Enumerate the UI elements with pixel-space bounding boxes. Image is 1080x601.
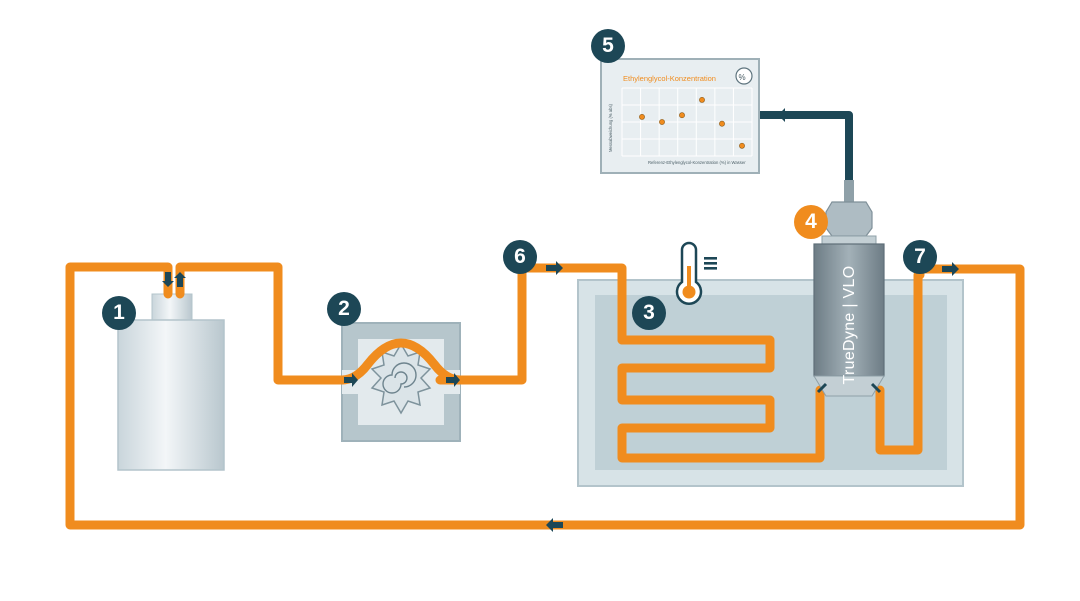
pipe-return-loop — [65, 262, 1025, 530]
chart-y-axis-label: Messabweichung (% abs) — [608, 103, 613, 152]
arrow-return-bottom — [546, 518, 563, 532]
truedyne-sensor — [813, 180, 885, 397]
arrow-return-out — [942, 262, 959, 276]
arrow-tank-in — [162, 272, 174, 287]
arrow-tank-out — [174, 272, 186, 287]
device-label: TrueDyne | VLO — [841, 265, 858, 385]
pipe-device-outlet — [875, 270, 923, 455]
badge-3: 3 — [632, 296, 666, 330]
chart-point — [739, 142, 745, 149]
pipe-pump-arc — [337, 338, 465, 385]
chart-point — [679, 112, 685, 119]
signal-cable — [760, 111, 853, 200]
pump-impeller-icon — [370, 342, 432, 415]
badge-7: 7 — [903, 240, 937, 274]
svg-text:%: % — [739, 73, 746, 82]
arrow-pump-out — [446, 373, 460, 387]
badge-5: 5 — [591, 29, 625, 63]
badge-6: 6 — [503, 240, 537, 274]
chart-points — [639, 97, 745, 149]
chart-x-axis-label: Referenz-Ethylenglycol-Konzentration (%)… — [648, 160, 746, 165]
chart-point — [699, 97, 705, 103]
arrow-pump-in — [344, 373, 358, 387]
chart-grid — [621, 87, 753, 157]
badge-2: 2 — [327, 292, 361, 326]
thermometer-icon — [675, 241, 717, 305]
storage-tank — [117, 293, 225, 471]
pipe-coil — [617, 335, 825, 463]
arrow-bath-in — [546, 261, 563, 275]
badge-4: 4 — [794, 205, 828, 239]
percent-gauge-icon: % — [735, 67, 753, 85]
chart-point — [719, 120, 725, 127]
chart-point — [639, 114, 645, 120]
chart-title: Ethylenglycol-Konzentration — [623, 74, 716, 83]
concentration-monitor: Ethylenglycol-Konzentration Messabweichu… — [600, 58, 760, 174]
chart-point — [659, 119, 665, 125]
badge-1: 1 — [102, 296, 136, 330]
